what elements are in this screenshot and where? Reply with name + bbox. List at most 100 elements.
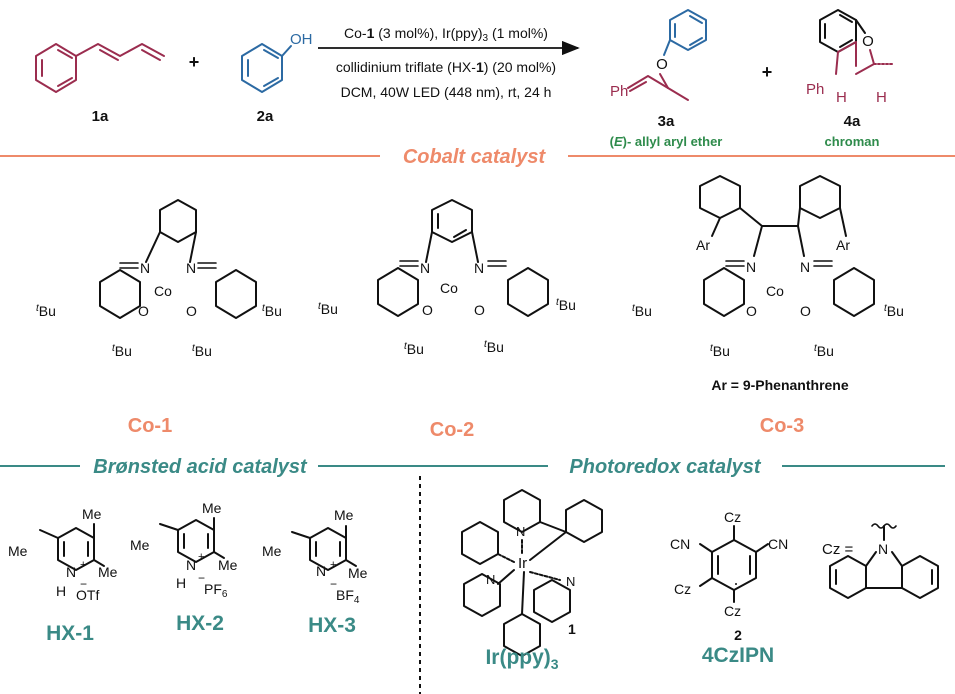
ir-n-left: N	[486, 572, 495, 587]
carbazole-definition: Cz = N	[822, 523, 939, 599]
co1-tbu-right: tBu	[262, 303, 282, 319]
czipn-cz-bottom: Cz	[724, 603, 741, 619]
bronsted-section-header: Brønsted acid catalyst	[0, 456, 420, 478]
hx1-minus: −	[80, 577, 87, 591]
hx2-minus: −	[198, 571, 205, 585]
hx-1-label: HX-1	[46, 622, 94, 645]
co3-tbu-bottom-right: tBu	[814, 343, 834, 359]
id-3a: 3a	[658, 113, 675, 130]
hx3-plus: +	[330, 559, 336, 571]
ir-ppy3-label: Ir(ppy)3	[485, 646, 558, 672]
czipn-cn-left: CN	[670, 536, 690, 552]
co2-n1: N	[420, 260, 430, 276]
hx1-me-left: Me	[8, 543, 28, 559]
hx-2-structure: Me Me Me N + H − PF6 HX-2	[130, 500, 238, 635]
hx2-me-left: Me	[130, 537, 150, 553]
co-2-label: Co-2	[430, 419, 474, 441]
co1-o2: O	[186, 303, 197, 319]
co1-n1: N	[140, 260, 150, 276]
ir-ppy3-structure: Ir N N N 1 Ir(ppy)3	[461, 489, 603, 672]
hx3-minus: −	[330, 577, 337, 591]
photoredox-title: Photoredox catalyst	[569, 456, 762, 478]
ir-number: 1	[568, 621, 576, 637]
co-1-label: Co-1	[128, 415, 172, 437]
desc-3a: (E)- allyl aryl ether	[610, 134, 723, 149]
4czipn-structure: Cz CN CN Cz Cz 2 4CzIPN	[670, 509, 788, 667]
hx1-n: N	[66, 564, 76, 580]
id-1a: 1a	[92, 108, 109, 125]
hx1-anion: OTf	[76, 587, 99, 603]
id-2a: 2a	[257, 108, 274, 125]
hx2-n: N	[186, 557, 196, 573]
czipn-cz-top: Cz	[724, 509, 741, 525]
hx1-plus: +	[80, 559, 86, 571]
co2-tbu-right: tBu	[556, 297, 576, 313]
ir-center: Ir	[518, 555, 527, 572]
hx-3-label: HX-3	[308, 614, 356, 637]
id-4a: 4a	[844, 113, 861, 130]
co-1-structure: N N Co O O tBu tBu tBu tBu Co-1	[36, 199, 282, 437]
hx3-me-top: Me	[334, 507, 354, 523]
ph-3a: Ph	[610, 83, 628, 100]
cobalt-title: Cobalt catalyst	[403, 146, 547, 168]
co1-tbu-left: tBu	[36, 303, 56, 319]
co1-n2: N	[186, 260, 196, 276]
co1-tbu-bottom-left: tBu	[112, 343, 132, 359]
cz-definition-lhs: Cz =	[822, 541, 854, 558]
reactant-1a-styrene-diene: 1a	[35, 43, 165, 125]
co3-n1: N	[746, 259, 756, 275]
cz-n: N	[878, 541, 888, 557]
hx2-me-top: Me	[202, 500, 222, 516]
co-3-structure: Ar Ar N N Co O O tBu tBu tBu tBu Ar = 9-…	[632, 175, 904, 437]
conditions-line-2: collidinium triflate (HX-1) (20 mol%)	[336, 59, 556, 75]
hx2-h: H	[176, 575, 186, 591]
phenol-oh: OH	[290, 31, 313, 48]
hx-3-structure: Me Me Me N + − BF4 HX-3	[262, 507, 368, 637]
co2-tbu-bottom-left: tBu	[404, 341, 424, 357]
h-4a-2: H	[876, 89, 887, 106]
hx3-me-right: Me	[348, 565, 368, 581]
desc-4a: chroman	[825, 134, 880, 149]
co1-o1: O	[138, 303, 149, 319]
czipn-label: 4CzIPN	[702, 644, 774, 667]
ph-4a: Ph	[806, 81, 824, 98]
h-4a-1: H	[836, 89, 847, 106]
co2-o1: O	[422, 302, 433, 318]
hx-2-label: HX-2	[176, 612, 224, 635]
co3-co: Co	[766, 283, 784, 299]
hx3-n: N	[316, 563, 326, 579]
product-4a-chroman: O Ph H H 4a chroman	[806, 9, 895, 149]
co2-n2: N	[474, 260, 484, 276]
co2-o2: O	[474, 302, 485, 318]
co1-tbu-bottom-right: tBu	[192, 343, 212, 359]
photoredox-section-header: Photoredox catalyst	[420, 456, 945, 478]
czipn-cz-left: Cz	[674, 581, 691, 597]
conditions-line-3: DCM, 40W LED (448 nm), rt, 24 h	[341, 84, 552, 100]
plus-sign-2: +	[762, 62, 773, 82]
co3-tbu-left: tBu	[632, 303, 652, 319]
co3-o2: O	[800, 303, 811, 319]
hx-1-structure: Me Me Me N + H − OTf HX-1	[8, 506, 118, 645]
co3-o1: O	[746, 303, 757, 319]
co-3-ar-definition: Ar = 9-Phenanthrene	[711, 377, 849, 393]
hx2-plus: +	[198, 551, 204, 563]
cobalt-section-header: Cobalt catalyst	[0, 146, 955, 168]
hx3-me-left: Me	[262, 543, 282, 559]
reaction-arrow-conditions: Co-1 (3 mol%), Ir(ppy)3 (1 mol%) collidi…	[318, 25, 580, 100]
ir-n-bottom: N	[566, 574, 575, 589]
czipn-cn-right: CN	[768, 536, 788, 552]
hx1-h: H	[56, 583, 66, 599]
plus-sign-1: +	[189, 52, 200, 72]
hx3-anion: BF4	[336, 587, 360, 606]
co3-tbu-right: tBu	[884, 303, 904, 319]
co-3-label: Co-3	[760, 415, 804, 437]
chroman-o: O	[862, 33, 874, 50]
ir-n-top: N	[516, 524, 525, 539]
co2-co: Co	[440, 280, 458, 296]
co3-ar-right: Ar	[836, 237, 850, 253]
co3-tbu-bottom-left: tBu	[710, 343, 730, 359]
hx2-anion: PF6	[204, 581, 228, 600]
co2-tbu-left: tBu	[318, 301, 338, 317]
hx1-me-right: Me	[98, 564, 118, 580]
